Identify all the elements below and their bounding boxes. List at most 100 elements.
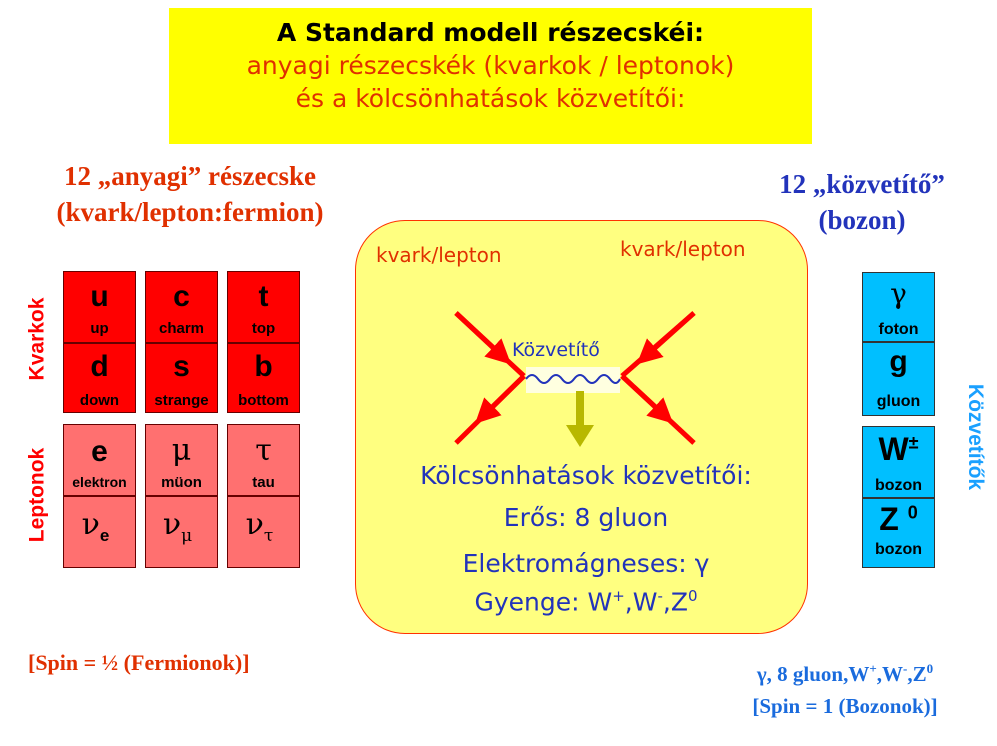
boson-list-sup: - [903, 661, 908, 676]
title-line-3: és a kölcsönhatások közvetítői: [295, 84, 686, 113]
neutrino-subscript: μ [181, 526, 193, 546]
z-charge: 0 [907, 502, 918, 523]
weak-sup: 0 [687, 587, 698, 605]
neutrino-symbol: ν [81, 507, 100, 542]
strong-interaction: Erős: 8 gluon [503, 503, 669, 532]
title-line-1: A Standard modell részecskéi: [276, 18, 705, 47]
boson-cell-gluon: g gluon [862, 342, 935, 416]
quark-cell-charm: c charm [145, 271, 218, 343]
lepton-cell-electron-neutrino: νe [63, 496, 136, 568]
z-symbol: Z [879, 501, 899, 537]
weak-text: ,W [624, 587, 658, 617]
title-line-2: anyagi részecskék (kvarkok / leptonok) [246, 51, 735, 80]
title-box: A Standard modell részecskéi: anyagi rés… [169, 8, 812, 144]
boson-list-sup: + [869, 661, 877, 676]
down-arrow-shaft [576, 391, 584, 431]
quark-name: top [251, 320, 276, 337]
boson-cell-z: Z 0 bozon [862, 498, 935, 568]
boson-list-text: γ, 8 gluon,W [756, 662, 870, 686]
lepton-symbol: e [91, 435, 108, 468]
interaction-box: kvark/lepton kvark/lepton Közvetítő Kölc… [355, 220, 808, 634]
lepton-name: elektron [72, 474, 127, 490]
weak-interaction: Gyenge: W+,W-,Z0 [376, 587, 796, 616]
kvark-lepton-right-label: kvark/lepton [620, 237, 746, 261]
boson-name: gluon [876, 393, 921, 410]
fermion-heading-line-1: 12 „anyagi” részecske [64, 161, 316, 191]
boson-heading-line-2: (bozon) [818, 205, 906, 235]
mediator-label: Közvetítő [512, 339, 600, 361]
quark-cell-strange: s strange [145, 343, 218, 413]
quark-symbol: b [254, 350, 273, 383]
fermion-heading-line-2: (kvark/lepton:fermion) [56, 197, 324, 227]
lepton-symbol: νe [56, 507, 135, 546]
down-arrow-head [566, 425, 594, 447]
boson-list-sup: 0 [926, 661, 934, 676]
kvark-lepton-left-label: kvark/lepton [376, 243, 502, 267]
lepton-cell-tau: τ tau [227, 424, 300, 496]
lepton-cell-muon: μ müon [145, 424, 218, 496]
quark-symbol: s [173, 350, 190, 383]
weak-sup: + [612, 587, 625, 605]
boson-list: γ, 8 gluon,W+,W-,Z0 [700, 653, 990, 690]
lepton-cell-muon-neutrino: νμ [145, 496, 218, 568]
feynman-diagram [454, 311, 696, 447]
quark-name: strange [154, 392, 209, 409]
boson-symbol: Z 0 [863, 501, 934, 538]
quark-name: down [79, 392, 120, 409]
boson-symbol: W± [863, 431, 934, 468]
incoming-arrow-left [454, 311, 512, 365]
quarks-row-label: Kvarkok [25, 297, 49, 381]
boson-spin-text: [Spin = 1 (Bozonok)] [752, 694, 938, 718]
fermion-heading: 12 „anyagi” részecske (kvark/lepton:ferm… [0, 158, 380, 230]
interactions-heading: Kölcsönhatások közvetítői: [420, 461, 752, 490]
lepton-symbol: τ [255, 433, 272, 468]
lepton-name: müon [161, 474, 202, 491]
boson-cell-w: W± bozon [862, 426, 935, 498]
quark-symbol: t [258, 280, 269, 313]
quark-symbol: u [90, 280, 109, 313]
boson-symbol: g [889, 345, 908, 378]
outgoing-arrow-right [620, 374, 674, 424]
weak-text: ,Z [662, 587, 688, 617]
w-charge: ± [908, 432, 919, 453]
em-interaction: Elektromágneses: γ [462, 549, 710, 578]
mediator-wave [525, 374, 621, 384]
quark-symbol: c [173, 280, 190, 313]
quark-symbol: d [90, 350, 109, 383]
quark-name: bottom [238, 392, 289, 409]
boson-heading-line-1: 12 „közvetítő” [779, 169, 945, 199]
bosons-row-label: Közvetítők [964, 383, 987, 491]
boson-name: foton [878, 321, 919, 338]
lepton-name: tau [252, 474, 275, 491]
boson-symbol: γ [890, 277, 907, 310]
quark-cell-bottom: b bottom [227, 343, 300, 413]
fermion-spin-note: [Spin = ½ (Fermionok)] [28, 650, 250, 675]
boson-list-text: ,W [876, 662, 904, 686]
lepton-symbol: ντ [220, 507, 299, 546]
boson-name: bozon [874, 477, 923, 494]
lepton-cell-tau-neutrino: ντ [227, 496, 300, 568]
lepton-symbol: μ [171, 433, 192, 468]
weak-sup: - [657, 587, 663, 605]
quark-name: up [90, 320, 109, 337]
lepton-cell-electron: e elektron [63, 424, 136, 496]
neutrino-symbol: ν [162, 507, 182, 542]
boson-heading: 12 „közvetítő” (bozon) [752, 166, 972, 238]
quark-cell-up: u up [63, 271, 136, 343]
quark-name: charm [158, 320, 205, 337]
boson-cell-photon: γ foton [862, 272, 935, 342]
neutrino-symbol: ν [245, 507, 264, 542]
weak-text: Gyenge: W [474, 587, 613, 617]
boson-name: bozon [874, 541, 923, 558]
outgoing-arrow-left [475, 374, 526, 424]
neutrino-subscript: e [99, 526, 110, 545]
neutrino-subscript: τ [263, 526, 274, 546]
quark-cell-down: d down [63, 343, 136, 413]
quark-cell-top: t top [227, 271, 300, 343]
lepton-symbol: νμ [138, 507, 217, 546]
boson-spin-note: γ, 8 gluon,W+,W-,Z0 [Spin = 1 (Bozonok)] [700, 653, 990, 722]
leptons-row-label: Leptonok [25, 447, 49, 543]
boson-list-text: ,Z [907, 662, 927, 686]
incoming-arrow-right [636, 311, 696, 365]
w-symbol: W [878, 431, 909, 467]
